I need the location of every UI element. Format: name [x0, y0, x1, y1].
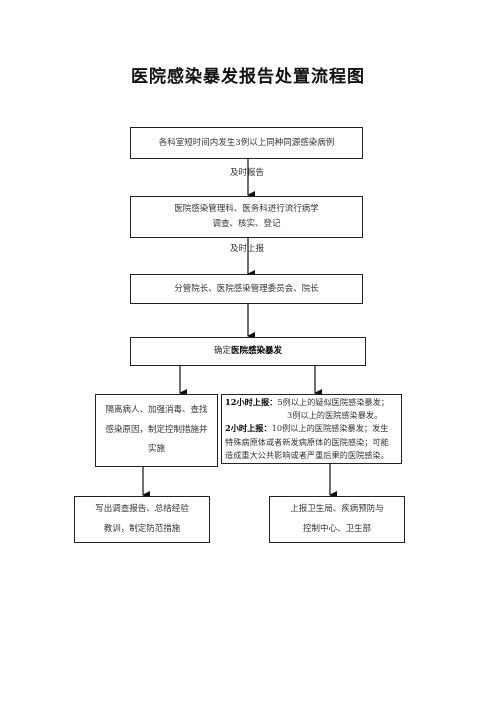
step-confirm-outbreak: 确定医院感染暴发: [130, 337, 366, 366]
step-leadership: 分管院长、医院感染管理委员会、院长: [130, 274, 363, 304]
escalate-authorities-line1: 上报卫生局、疾病预防与: [290, 503, 384, 514]
page-title: 医院感染暴发报告处置流程图: [131, 67, 365, 87]
step-investigate: 医院感染管理科、医务科进行流行病学 调查、核实、登记: [130, 196, 363, 238]
action-isolate-line3: 实施: [147, 444, 165, 455]
step-leadership-text: 分管院长、医院感染管理委员会、院长: [174, 283, 319, 294]
step-investigate-line1: 医院感染管理科、医务科进行流行病学: [174, 204, 319, 215]
label-timely-escalate: 及时上报: [230, 244, 265, 254]
rule-2h-text: 10例以上的医院感染暴发；发生: [271, 423, 389, 434]
rule-12h-label: 12小时上报：: [225, 397, 278, 408]
step-report-cases-text: 各科室短时间内发生3例以上同种同源感染病例: [158, 137, 335, 148]
summary-report-box: 写出调查报告、总结经验 教训，制定防范措施: [74, 496, 210, 543]
action-isolate-line2: 感染原因，制定控制措施并: [105, 424, 208, 435]
reporting-rules-box: 12小时上报：5例以上的疑似医院感染暴发； 3例以上的医院感染暴发。 2小时上报…: [221, 394, 402, 464]
step-report-cases: 各科室短时间内发生3例以上同种同源感染病例: [130, 127, 363, 159]
rule-12h-cont: 3例以上的医院感染暴发。: [225, 409, 382, 422]
summary-report-line1: 写出调查报告、总结经验: [95, 503, 189, 514]
escalate-authorities-box: 上报卫生局、疾病预防与 控制中心、卫生部: [269, 496, 405, 543]
rule-2h-text2: 特殊病原体或者新发病原体的医院感染；可能: [225, 436, 389, 447]
step-confirm-bold: 医院感染暴发: [231, 346, 283, 357]
label-timely-report: 及时报告: [230, 168, 265, 178]
rule-2h: 2小时上报：10例以上的医院感染暴发；发生: [225, 422, 389, 435]
rule-12h-text2: 3例以上的医院感染暴发。: [287, 410, 383, 421]
rule-2h-text3: 造成重大公共影响或者严重后果的医院感染。: [225, 449, 389, 460]
rule-2h-cont2: 造成重大公共影响或者严重后果的医院感染。: [225, 449, 389, 462]
summary-report-line2: 教训，制定防范措施: [103, 523, 181, 534]
action-isolate-box: 隔离病人、加强消毒、查找 感染原因，制定控制措施并 实施: [95, 394, 218, 467]
escalate-authorities-line2: 控制中心、卫生部: [302, 523, 371, 534]
rule-12h: 12小时上报：5例以上的疑似医院感染暴发；: [225, 396, 389, 409]
action-isolate-line1: 隔离病人、加强消毒、查找: [105, 405, 208, 416]
rule-12h-text: 5例以上的疑似医院感染暴发；: [277, 397, 389, 408]
step-confirm-prefix: 确定: [213, 346, 231, 357]
rule-2h-label: 2小时上报：: [225, 423, 272, 434]
step-investigate-line2: 调查、核实、登记: [212, 219, 281, 229]
rule-2h-cont1: 特殊病原体或者新发病原体的医院感染；可能: [225, 436, 389, 449]
